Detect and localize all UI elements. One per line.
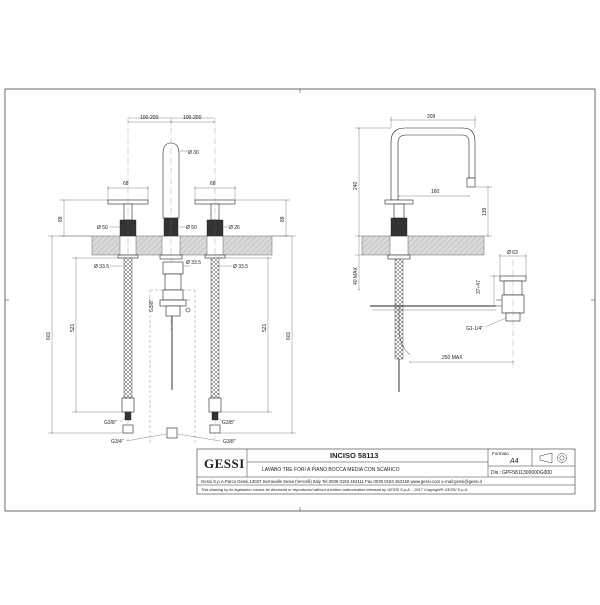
dim-hole-center: Ø 33.5	[186, 260, 201, 266]
dim-height-left: 89	[58, 216, 64, 222]
company-address: Gessi S.p.A.Parco Gessi,13037 Serravalle…	[201, 479, 483, 484]
dim-base-center: Ø 50	[186, 225, 197, 231]
dim-rod-max: 250 MAX	[442, 355, 463, 361]
dim-conn-right: G3/8"	[222, 420, 235, 426]
legal-notice: This drawing by its legislation cannot b…	[201, 487, 468, 492]
drain-body	[162, 289, 184, 301]
side-countertop-section	[361, 235, 485, 256]
dim-hole-right: Ø 33.5	[233, 264, 248, 270]
front-view: 100-200 100-200 Ø 30 68 68 89 89 Ø 50 Ø …	[46, 115, 296, 445]
dim-side-height: 240	[353, 181, 359, 190]
dim-total-right: 601	[286, 331, 292, 340]
title-block: GESSI INCISO 58113 LAVABO TRE FORI A PIA…	[196, 448, 576, 495]
dim-handle-width-right: 68	[210, 181, 216, 187]
side-handle	[384, 199, 414, 205]
gessi-logo: GESSI	[204, 456, 245, 471]
dim-waste-diameter: Ø 63	[507, 250, 518, 256]
dim-hose-left: 521	[70, 323, 76, 332]
drawing-number: GPF5811300000G000	[502, 470, 552, 476]
dim-side-max: 40 MAX	[353, 267, 359, 285]
product-name: INCISO 58113	[330, 451, 378, 460]
dim-base-right: Ø 26	[229, 225, 240, 231]
dim-total-left: 601	[46, 331, 52, 340]
countertop-section	[91, 235, 273, 256]
drawing-number-label: Dis.:	[491, 470, 501, 476]
dim-hose-right: 521	[262, 323, 268, 332]
dim-base-left: Ø 50	[97, 225, 108, 231]
dim-side-inner-reach: 160	[431, 189, 440, 195]
dim-conn-bottom-left: G3/4"	[111, 439, 124, 445]
dim-spout-diameter: Ø 30	[188, 150, 199, 156]
dim-waste-range: 37÷47	[476, 280, 482, 294]
format-value: A4	[509, 458, 519, 465]
projection-symbol-icon	[539, 452, 567, 464]
right-hose	[210, 257, 220, 399]
dim-handle-width-left: 68	[123, 181, 129, 187]
dim-spacing-right: 100-200	[183, 115, 202, 121]
left-hose	[123, 257, 133, 399]
dim-side-reach: 209	[427, 114, 436, 120]
dim-spacing-left: 100-200	[140, 115, 159, 121]
format-label: Formato	[492, 451, 509, 456]
dim-drain-thread: G3/8"	[149, 299, 155, 312]
side-view: 209 240 160 139 40 MAX Ø 63 37÷47 G1-1/4…	[353, 114, 527, 392]
dim-conn-bottom-right: G3/8"	[223, 439, 236, 445]
dim-hole-left: Ø 33.5	[94, 264, 109, 270]
dim-waste-thread: G1-1/4"	[466, 326, 483, 332]
dim-side-spout-height: 139	[482, 207, 488, 216]
dim-height-right: 89	[280, 216, 286, 222]
dim-conn-left: G3/8"	[104, 420, 117, 426]
product-description: LAVABO TRE FORI A PIANO BOCCA MEDIA CON …	[262, 467, 400, 473]
